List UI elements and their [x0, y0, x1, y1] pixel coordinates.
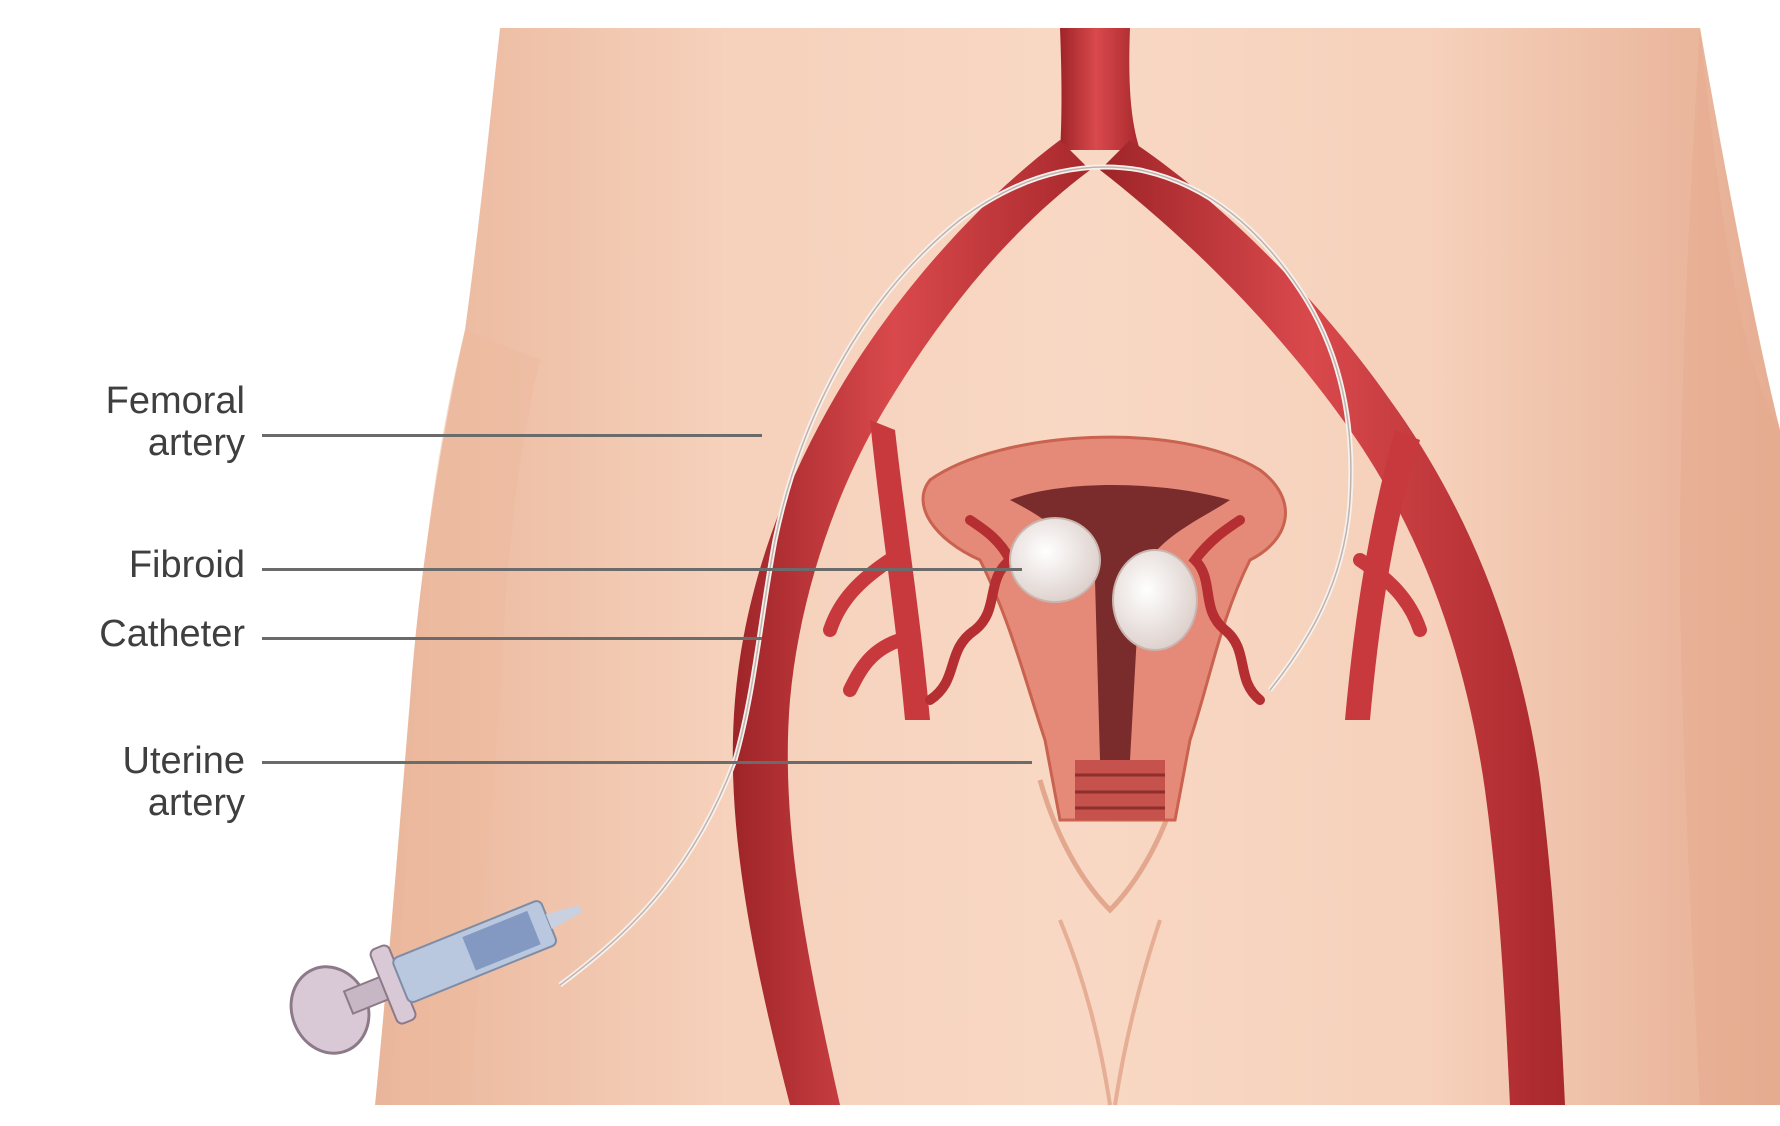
femoral-artery-leader — [262, 434, 762, 437]
fibroid-label: Fibroid — [15, 544, 245, 586]
femoral-artery-label: Femoral artery — [15, 380, 245, 464]
uterine-artery-label: Uterine artery — [15, 740, 245, 824]
catheter-leader — [262, 637, 762, 640]
catheter-label: Catheter — [15, 613, 245, 655]
fibroid-leader — [262, 568, 1022, 571]
fibroid-right — [1113, 550, 1197, 650]
uterine-artery-leader — [262, 761, 1032, 764]
fibroid-left — [1010, 518, 1100, 602]
